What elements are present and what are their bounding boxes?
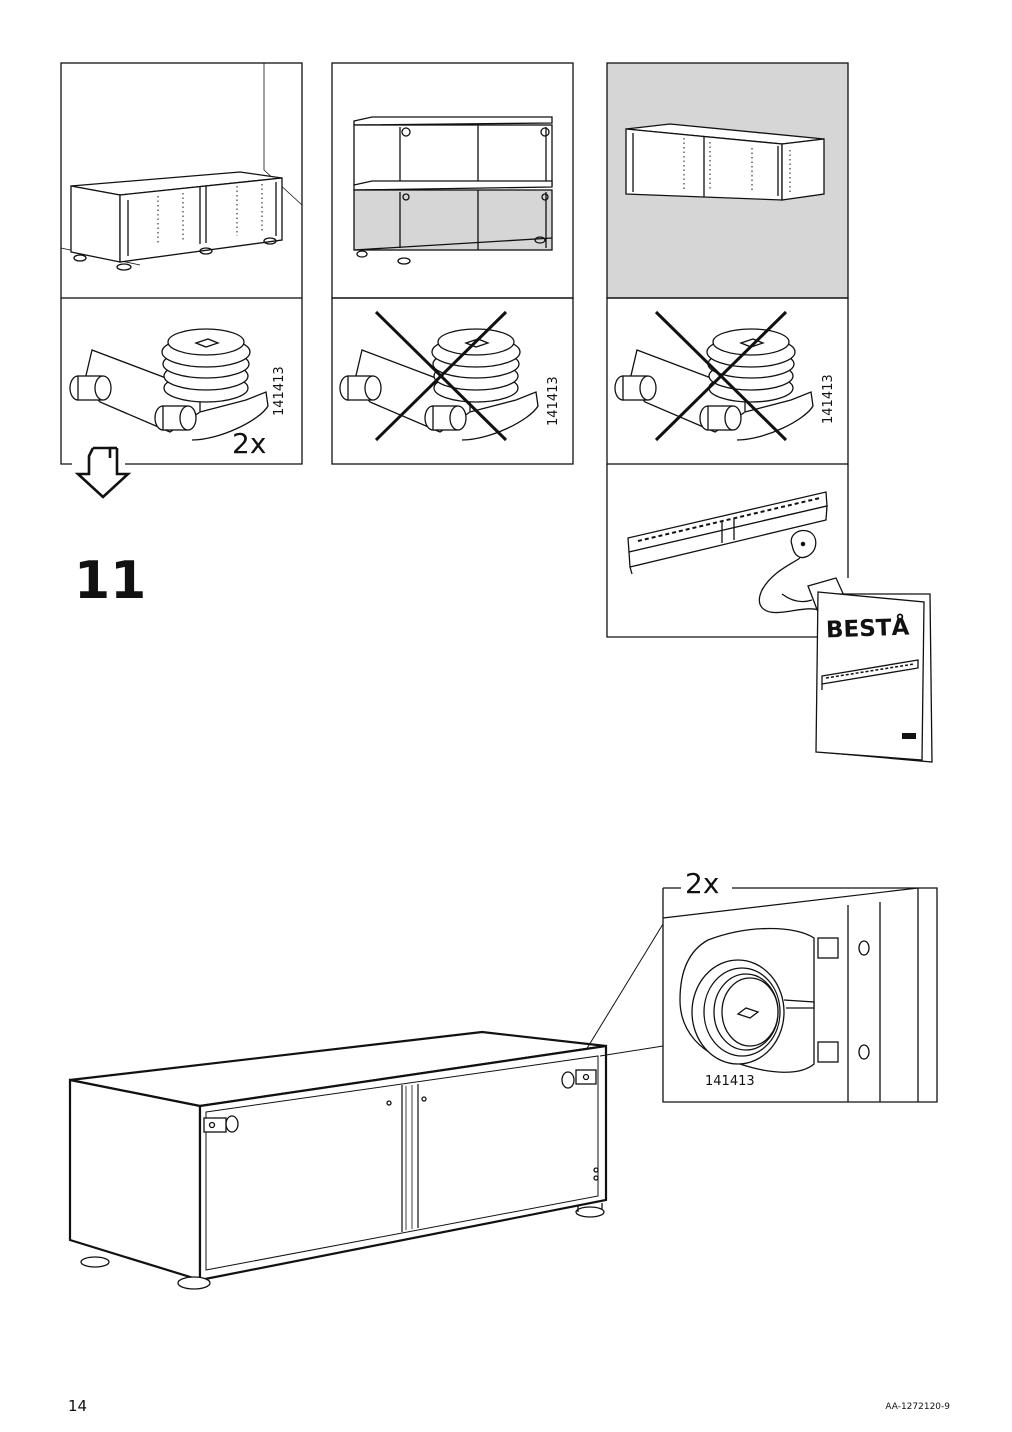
booklet-title: BESTÅ (825, 614, 910, 644)
panel-wall-rail (606, 464, 849, 638)
main-cabinet (68, 1030, 608, 1290)
besta-booklet (815, 591, 933, 763)
detail-quantity: 2x (685, 867, 720, 900)
detail-callout (585, 887, 938, 1103)
panel-1-part-number: 141413 (272, 366, 287, 416)
panel-1-quantity: 2x (232, 427, 267, 460)
page-number: 14 (68, 1397, 88, 1415)
step-number: 11 (74, 551, 147, 611)
panel-3-part-number: 141413 (821, 374, 836, 424)
down-arrow-icon (74, 446, 132, 499)
panel-wall-top (606, 62, 849, 299)
panel-wall-middle (606, 297, 849, 465)
detail-part-number: 141413 (705, 1074, 755, 1089)
bracket-2 (339, 310, 539, 442)
panel-stacked-top (331, 62, 574, 299)
panel-stacked-bottom (331, 297, 574, 465)
panel-floor-standing-bottom (60, 298, 303, 465)
bracket-1 (69, 328, 269, 441)
panel-2-part-number: 141413 (546, 376, 561, 426)
bracket-3 (614, 310, 814, 442)
panel-floor-standing-top (60, 62, 303, 299)
document-code: AA-1272120-9 (885, 1402, 950, 1412)
